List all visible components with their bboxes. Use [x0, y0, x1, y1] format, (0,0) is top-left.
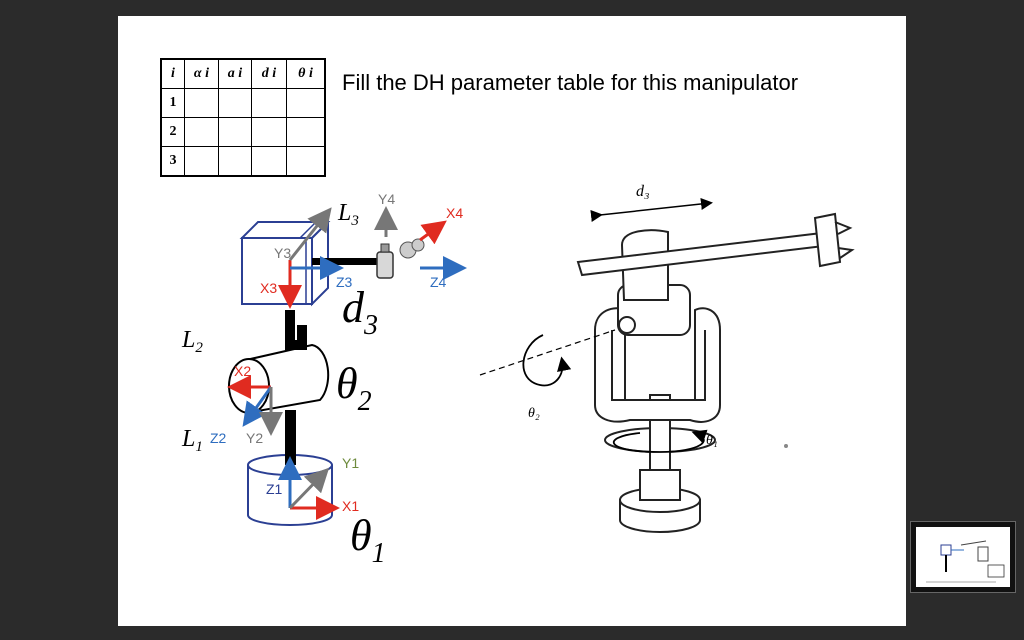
y4-label: Y4	[378, 191, 395, 207]
theta1-rotation-arrow	[612, 429, 708, 453]
table-row: 1	[160, 88, 326, 118]
table-row: 2	[160, 117, 326, 147]
table-cell[interactable]	[251, 146, 287, 177]
header-theta: θ i	[286, 58, 326, 89]
sketch-theta1-label: θ₁	[706, 433, 718, 448]
prismatic-arm	[312, 258, 377, 265]
y3-label: Y3	[274, 245, 291, 261]
table-cell[interactable]	[184, 146, 219, 177]
y3-axis	[288, 207, 332, 261]
theta2-rotation-arrow	[522, 334, 572, 387]
header-alpha: α i	[184, 58, 219, 89]
table-cell[interactable]	[286, 117, 326, 147]
theta2-label: θ2	[336, 359, 372, 417]
link-3-label: L3	[337, 200, 359, 229]
cursor-dot	[784, 444, 788, 448]
manipulator-sketch	[576, 212, 855, 533]
d3-label: d3	[342, 283, 378, 341]
link-1-label: L1	[181, 426, 203, 455]
x1-label: X1	[342, 498, 359, 514]
y1-label: Y1	[342, 455, 359, 471]
z2-label: Z2	[210, 430, 227, 446]
y1-axis	[288, 467, 330, 510]
table-cell[interactable]	[218, 88, 252, 118]
sketch-d3-label: d₃	[636, 183, 650, 200]
dh-parameter-table: i α i a i d i θ i 1 2 3	[160, 58, 326, 177]
row-index: 3	[160, 146, 185, 177]
header-a: a i	[218, 58, 252, 89]
z3-label: Z3	[336, 274, 353, 290]
x2-label: X2	[234, 363, 251, 379]
y2-label: Y2	[246, 430, 263, 446]
spray-can-icon	[376, 238, 425, 279]
theta1-label: θ1	[350, 511, 386, 569]
thumbnail-preview	[916, 527, 1010, 587]
table-cell[interactable]	[184, 88, 219, 118]
d3-dimension-arrow	[590, 198, 713, 222]
row-index: 2	[160, 117, 185, 147]
link-2-label: L2	[181, 327, 203, 356]
table-cell[interactable]	[286, 146, 326, 177]
table-cell[interactable]	[218, 117, 252, 147]
table-cell[interactable]	[286, 88, 326, 118]
table-cell[interactable]	[251, 117, 287, 147]
link-2	[285, 310, 307, 350]
z4-label: Z4	[430, 274, 447, 290]
table-row: 3	[160, 146, 326, 177]
thumbnail-image	[926, 540, 1005, 583]
slide-title: Fill the DH parameter table for this man…	[342, 70, 799, 95]
table-header-row: i α i a i d i θ i	[160, 58, 326, 89]
x4-axis	[419, 220, 447, 245]
z2-axis	[242, 386, 273, 427]
z1-label: Z1	[266, 481, 283, 497]
theta2-axis-line	[479, 329, 616, 376]
link-1	[285, 410, 296, 465]
x4-label: X4	[446, 205, 463, 221]
sketch-theta2-label: θ₂	[528, 406, 540, 421]
slide-thumbnail[interactable]	[910, 521, 1016, 593]
joint-2-cylinder	[228, 343, 330, 414]
table-cell[interactable]	[251, 88, 287, 118]
x3-label: X3	[260, 280, 277, 296]
